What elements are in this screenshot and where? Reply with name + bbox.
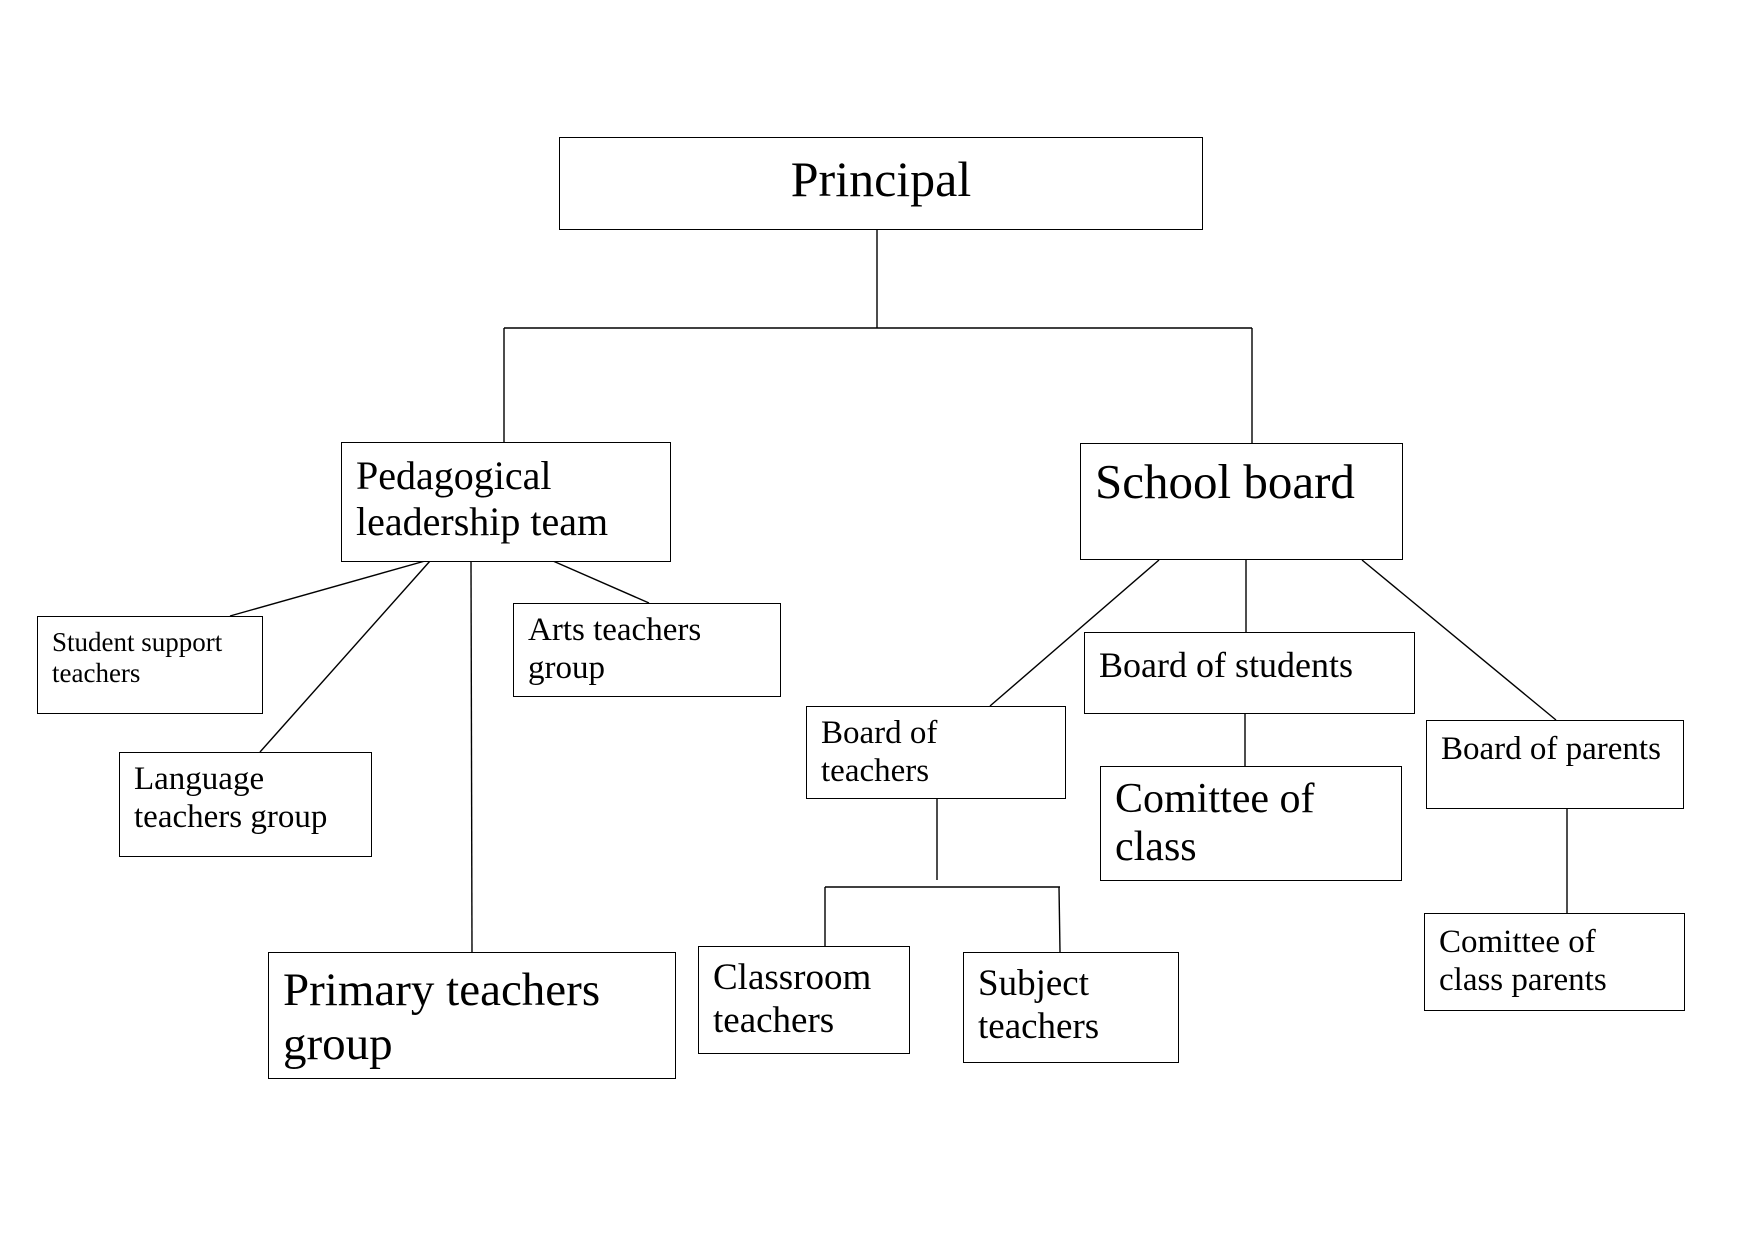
node-arts-teachers-group: Arts teachers group bbox=[513, 603, 781, 697]
node-board-of-students-label: Board of students bbox=[1099, 645, 1353, 685]
node-student-support-teachers: Student support teachers bbox=[37, 616, 263, 714]
node-comittee-of-class-parents-label: Comittee of class parents bbox=[1439, 924, 1607, 998]
connector-to-board-of-parents bbox=[1361, 559, 1557, 721]
connector-to-language-teachers bbox=[259, 560, 431, 753]
node-board-of-teachers-label: Board of teachers bbox=[821, 715, 938, 789]
node-board-of-teachers: Board of teachers bbox=[806, 706, 1066, 799]
node-comittee-of-class-parents: Comittee of class parents bbox=[1424, 913, 1685, 1011]
node-pedagogical-leadership-team-label: Pedagogical leadership team bbox=[356, 453, 609, 544]
node-board-of-students: Board of students bbox=[1084, 632, 1415, 714]
node-arts-teachers-group-label: Arts teachers group bbox=[528, 612, 702, 686]
node-subject-teachers: Subject teachers bbox=[963, 952, 1179, 1063]
node-board-of-parents-label: Board of parents bbox=[1441, 731, 1661, 767]
connector-to-arts-teachers bbox=[552, 560, 650, 604]
node-principal: Principal bbox=[559, 137, 1203, 230]
node-school-board: School board bbox=[1080, 443, 1403, 560]
node-subject-teachers-label: Subject teachers bbox=[978, 963, 1100, 1047]
node-language-teachers-group: Language teachers group bbox=[119, 752, 372, 857]
connector-to-subject-teachers bbox=[1058, 886, 1061, 953]
node-primary-teachers-group: Primary teachers group bbox=[268, 952, 676, 1079]
node-classroom-teachers: Classroom teachers bbox=[698, 946, 910, 1054]
node-comittee-of-class: Comittee of class bbox=[1100, 766, 1402, 881]
connector-to-board-of-teachers bbox=[989, 559, 1160, 707]
node-school-board-label: School board bbox=[1095, 454, 1355, 509]
node-language-teachers-group-label: Language teachers group bbox=[134, 761, 328, 835]
node-principal-label: Principal bbox=[790, 151, 972, 207]
node-student-support-teachers-label: Student support teachers bbox=[52, 627, 223, 689]
node-primary-teachers-group-label: Primary teachers group bbox=[283, 964, 601, 1071]
node-comittee-of-class-label: Comittee of class bbox=[1115, 776, 1315, 871]
connector-to-student-support bbox=[229, 560, 426, 617]
node-classroom-teachers-label: Classroom teachers bbox=[713, 957, 872, 1041]
connector-to-primary-teachers bbox=[470, 560, 473, 953]
node-board-of-parents: Board of parents bbox=[1426, 720, 1684, 809]
node-pedagogical-leadership-team: Pedagogical leadership team bbox=[341, 442, 671, 562]
